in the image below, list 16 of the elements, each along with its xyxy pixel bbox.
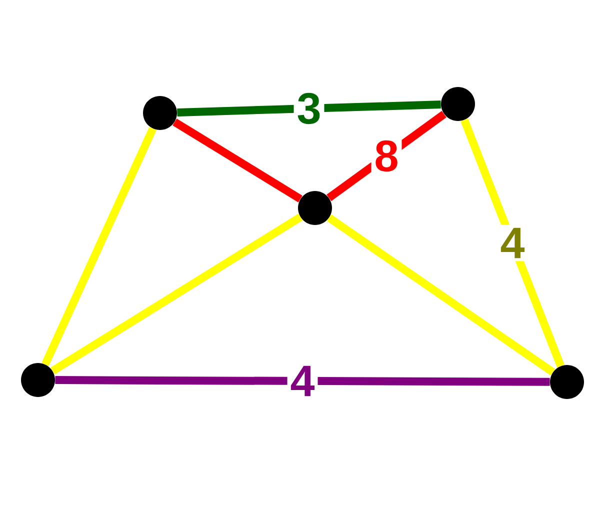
vertex-dot	[550, 365, 584, 399]
vertex-dot	[298, 191, 332, 225]
vertex-dot	[143, 96, 177, 130]
edge-line	[55, 376, 550, 386]
edge-line	[50, 214, 302, 374]
edge-label: 3	[294, 90, 324, 128]
vertex-dot	[21, 363, 55, 397]
edge-line	[42, 126, 156, 366]
edge-label: 4	[497, 224, 528, 262]
edge-label: 4	[287, 362, 318, 400]
vertex-dot	[441, 87, 475, 121]
edge-line	[326, 214, 556, 376]
edge-line	[460, 118, 564, 368]
edge-label: 8	[371, 137, 402, 175]
edge-line	[177, 100, 441, 116]
edge-line	[172, 118, 302, 202]
